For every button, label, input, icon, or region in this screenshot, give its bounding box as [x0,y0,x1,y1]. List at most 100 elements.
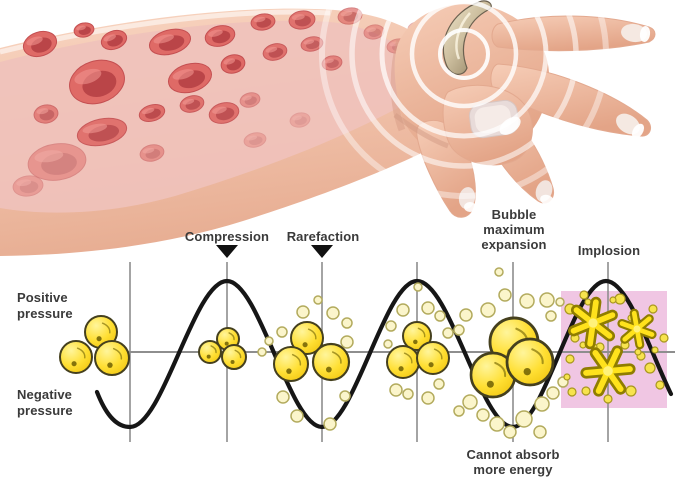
red-blood-cell [12,175,44,197]
label-cannot-absorb-more-energy: Cannot absorb more energy [466,447,560,477]
blood-cells-layer [12,7,427,197]
micro-bubble [442,327,454,339]
cavitation-bubble [402,321,432,351]
micro-bubble [413,282,423,292]
red-blood-cell [321,55,343,71]
implosion-star [580,345,636,397]
implosion-fragment [567,387,577,397]
cavitation-diagram [59,245,675,442]
implosion-fragment [644,362,656,374]
micro-bubble [389,383,403,397]
ring-nail-tip [540,194,554,206]
label-negative-pressure: Negative pressure [17,387,73,418]
red-blood-cell [168,62,212,94]
micro-bubble [341,317,353,329]
micro-bubble [339,390,351,402]
red-blood-cell [73,22,95,38]
implosion-fragment [659,333,669,343]
implosion-fragment [579,290,589,300]
red-blood-cell [250,13,276,31]
red-blood-cell [208,102,240,124]
pinky-nail-tip [464,202,476,212]
red-blood-cell [363,24,385,40]
index-nail-tip [639,26,651,42]
implosion-fragment [603,394,613,404]
cavitation-bubble [416,341,450,375]
micro-bubble [313,295,323,305]
micro-bubble [494,267,504,277]
label-rarefaction: Rarefaction [286,229,360,244]
red-blood-cell [262,43,288,61]
red-blood-cell [148,28,192,56]
red-blood-cell [239,92,261,108]
micro-bubble [323,417,337,431]
micro-bubble [546,386,560,400]
micro-bubble [476,408,490,422]
micro-bubble [421,301,435,315]
implosion-star [568,296,618,350]
red-blood-cell [139,144,165,162]
micro-bubble [515,410,533,428]
cavitation-bubble [505,337,555,387]
implosion-fragment [609,296,617,304]
red-blood-cell [300,36,324,52]
cavitation-bubble [84,315,118,349]
micro-bubble [453,324,465,336]
cavitation-bubble [59,340,93,374]
micro-bubble [402,388,414,400]
red-blood-cell [288,10,316,30]
red-blood-cell [27,143,87,181]
micro-bubble [519,293,535,309]
hand-arm-illustration [0,0,656,257]
red-blood-cell [100,29,128,51]
micro-bubble [459,308,473,322]
compression-marker-triangle [216,245,238,258]
implosion-fragment [565,354,575,364]
implosion-stars-layer [568,296,657,397]
implosion-fragment [614,293,626,305]
micro-bubble [539,292,555,308]
micro-bubble [433,378,445,390]
cavitation-bubble [93,339,131,377]
micro-bubble [396,303,410,317]
micro-bubble [453,405,465,417]
micro-bubble [385,320,397,332]
micro-bubble [264,336,274,346]
micro-bubble [545,310,557,322]
cavitation-bubble [198,340,222,364]
label-implosion: Implosion [577,243,641,258]
micro-bubble [421,391,435,405]
micro-bubbles-layer [257,267,569,439]
red-blood-cell [22,30,58,58]
micro-bubble [489,416,505,432]
micro-bubble [326,306,340,320]
micro-bubble [383,339,393,349]
label-compression: Compression [184,229,270,244]
micro-bubble [534,396,550,412]
micro-bubble [340,335,354,349]
red-blood-cell [204,25,236,47]
micro-bubble [503,425,517,439]
micro-bubble [257,347,267,357]
implosion-fragment [651,346,659,354]
cavitation-bubble [221,344,247,370]
rarefaction-marker-triangle [311,245,333,258]
micro-bubble [290,409,304,423]
hand-arm-crease [393,112,449,149]
implosion-fragment [584,298,592,306]
implosion-fragment [581,386,591,396]
micro-bubble [276,326,288,338]
micro-bubble [555,297,565,307]
red-blood-cell [179,95,205,113]
micro-bubble [498,288,512,302]
label-bubble-maximum-expansion: Bubble maximum expansion [481,207,547,252]
micro-bubble [533,425,547,439]
micro-bubble [276,390,290,404]
implosion-star [617,308,657,350]
red-blood-cell [33,104,59,124]
implosion-fragment [563,373,571,381]
cavitation-bubble [469,351,517,399]
red-blood-cell [243,132,267,148]
